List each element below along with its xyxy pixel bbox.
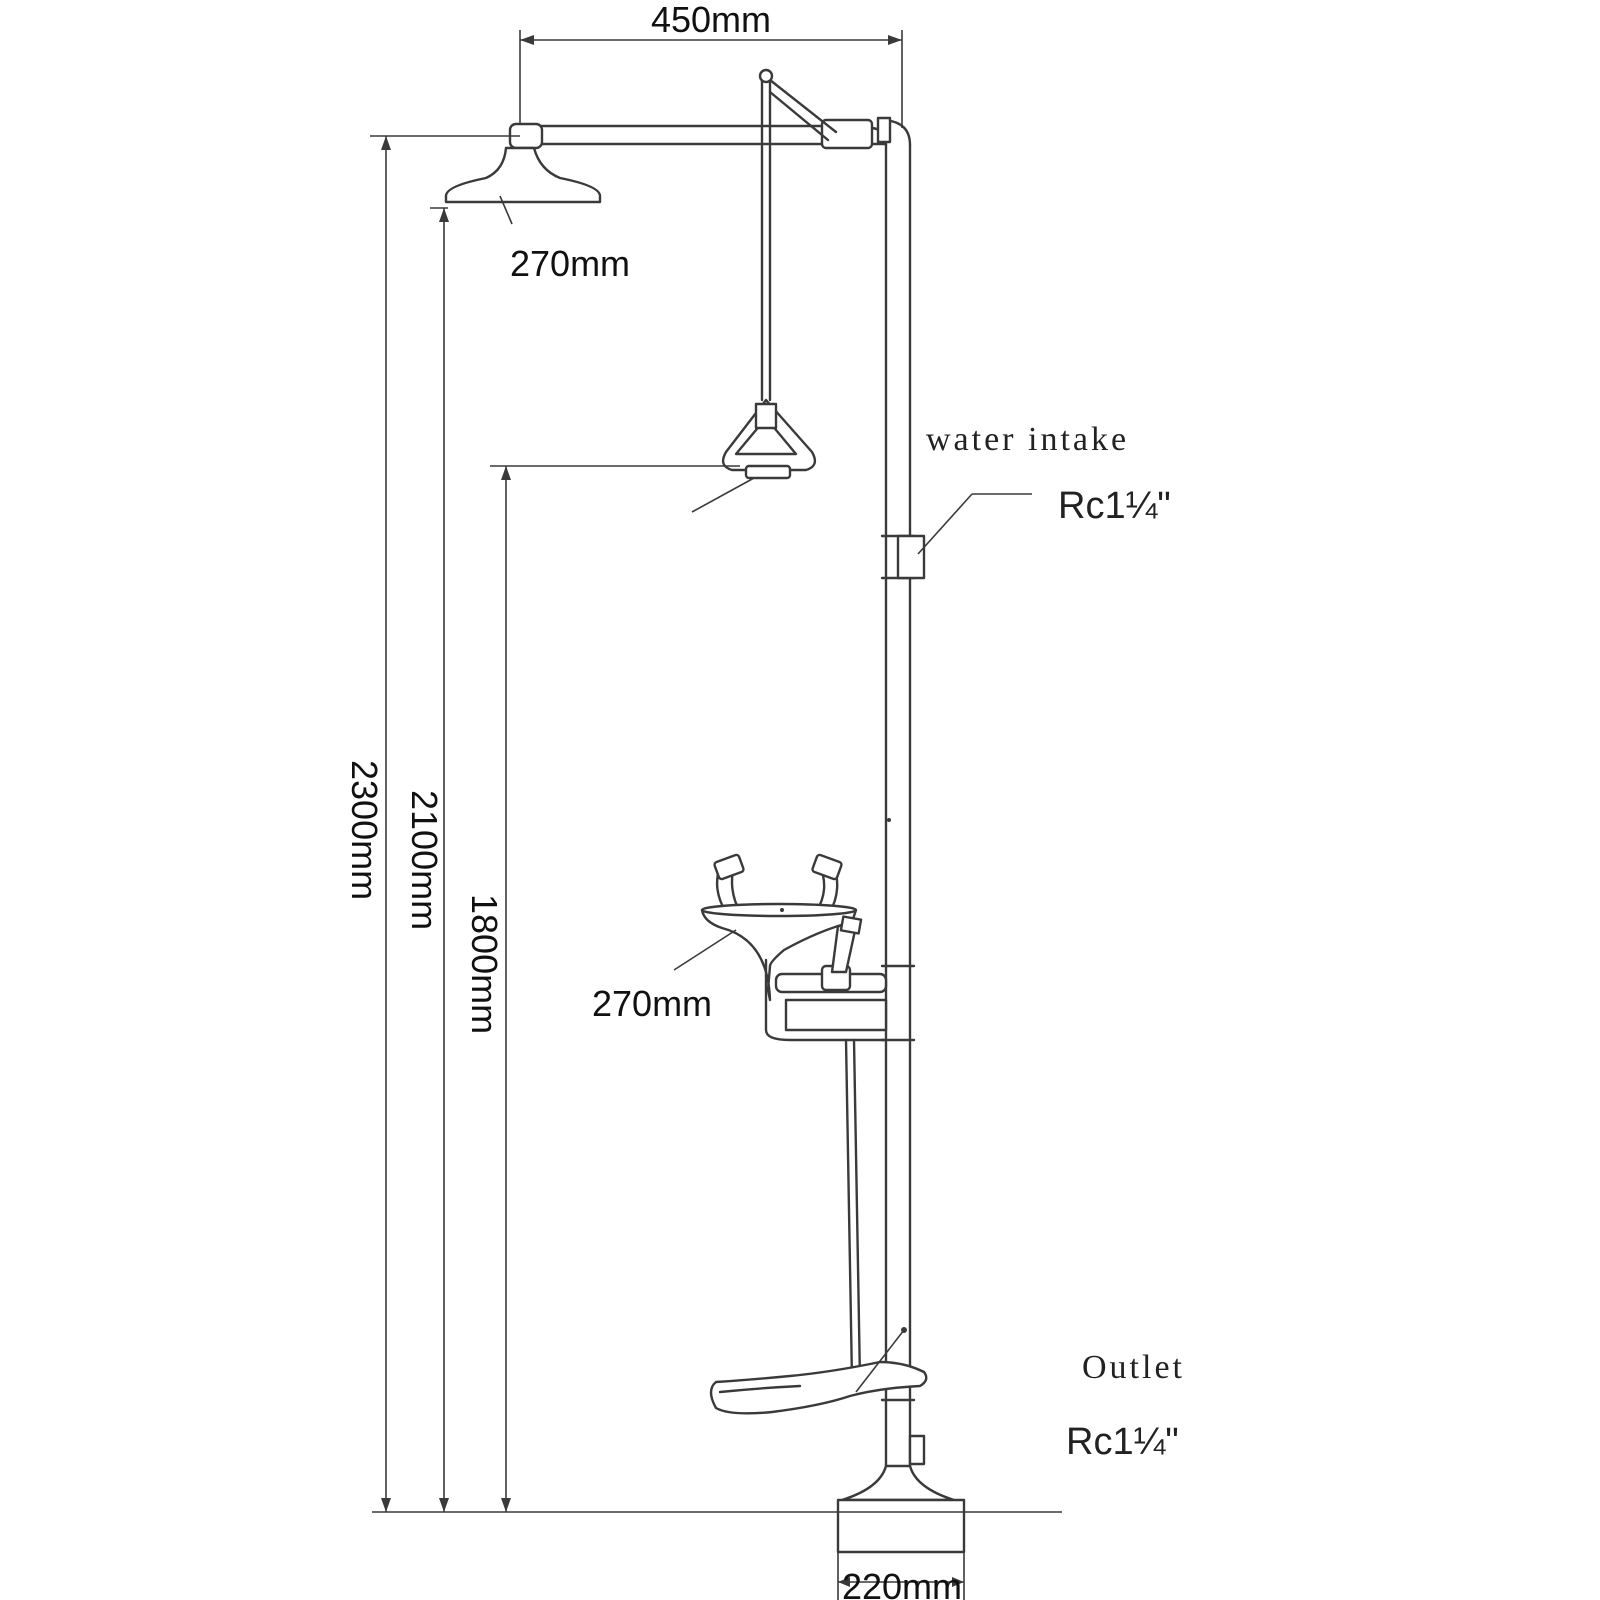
- outlet-label: Outlet: [1082, 1349, 1185, 1386]
- handle-height-label: 1800mm: [464, 894, 505, 1034]
- dim-450-label: 450mm: [651, 0, 771, 40]
- water-intake: water intake Rc1¼": [896, 421, 1171, 580]
- total-height-label: 2300mm: [344, 760, 385, 900]
- handle-height-dimension: 1800mm: [464, 465, 740, 1512]
- shower-head-height-dimension: 2100mm: [404, 207, 449, 1512]
- shower-head-height-label: 2100mm: [404, 790, 445, 930]
- total-height-dimension: 2300mm: [344, 135, 520, 1512]
- pull-handle[interactable]: [691, 398, 817, 513]
- foot-pedal[interactable]: [709, 1327, 928, 1415]
- water-intake-label: water intake: [926, 421, 1129, 458]
- shower-head: 270mm: [444, 146, 630, 284]
- outlet: Outlet Rc1¼": [908, 1349, 1185, 1466]
- outlet-thread-label: Rc1¼": [1066, 1421, 1179, 1463]
- shower-arm: [508, 118, 888, 150]
- base-width-label: 220mm: [842, 1566, 962, 1600]
- shower-head-diameter-label: 270mm: [510, 243, 630, 284]
- top-width-dimension: 450mm: [519, 0, 903, 128]
- pedal-rod: [844, 1038, 862, 1382]
- eyewash-bowl: 270mm: [592, 853, 888, 1042]
- base-width-dimension: 220mm: [837, 1552, 965, 1600]
- main-pipe: [868, 116, 916, 1502]
- floor-base: [372, 1464, 1062, 1554]
- water-intake-thread-label: Rc1¼": [1058, 485, 1171, 527]
- pull-rod: [758, 68, 838, 402]
- eyewash-bowl-diameter-label: 270mm: [592, 983, 712, 1024]
